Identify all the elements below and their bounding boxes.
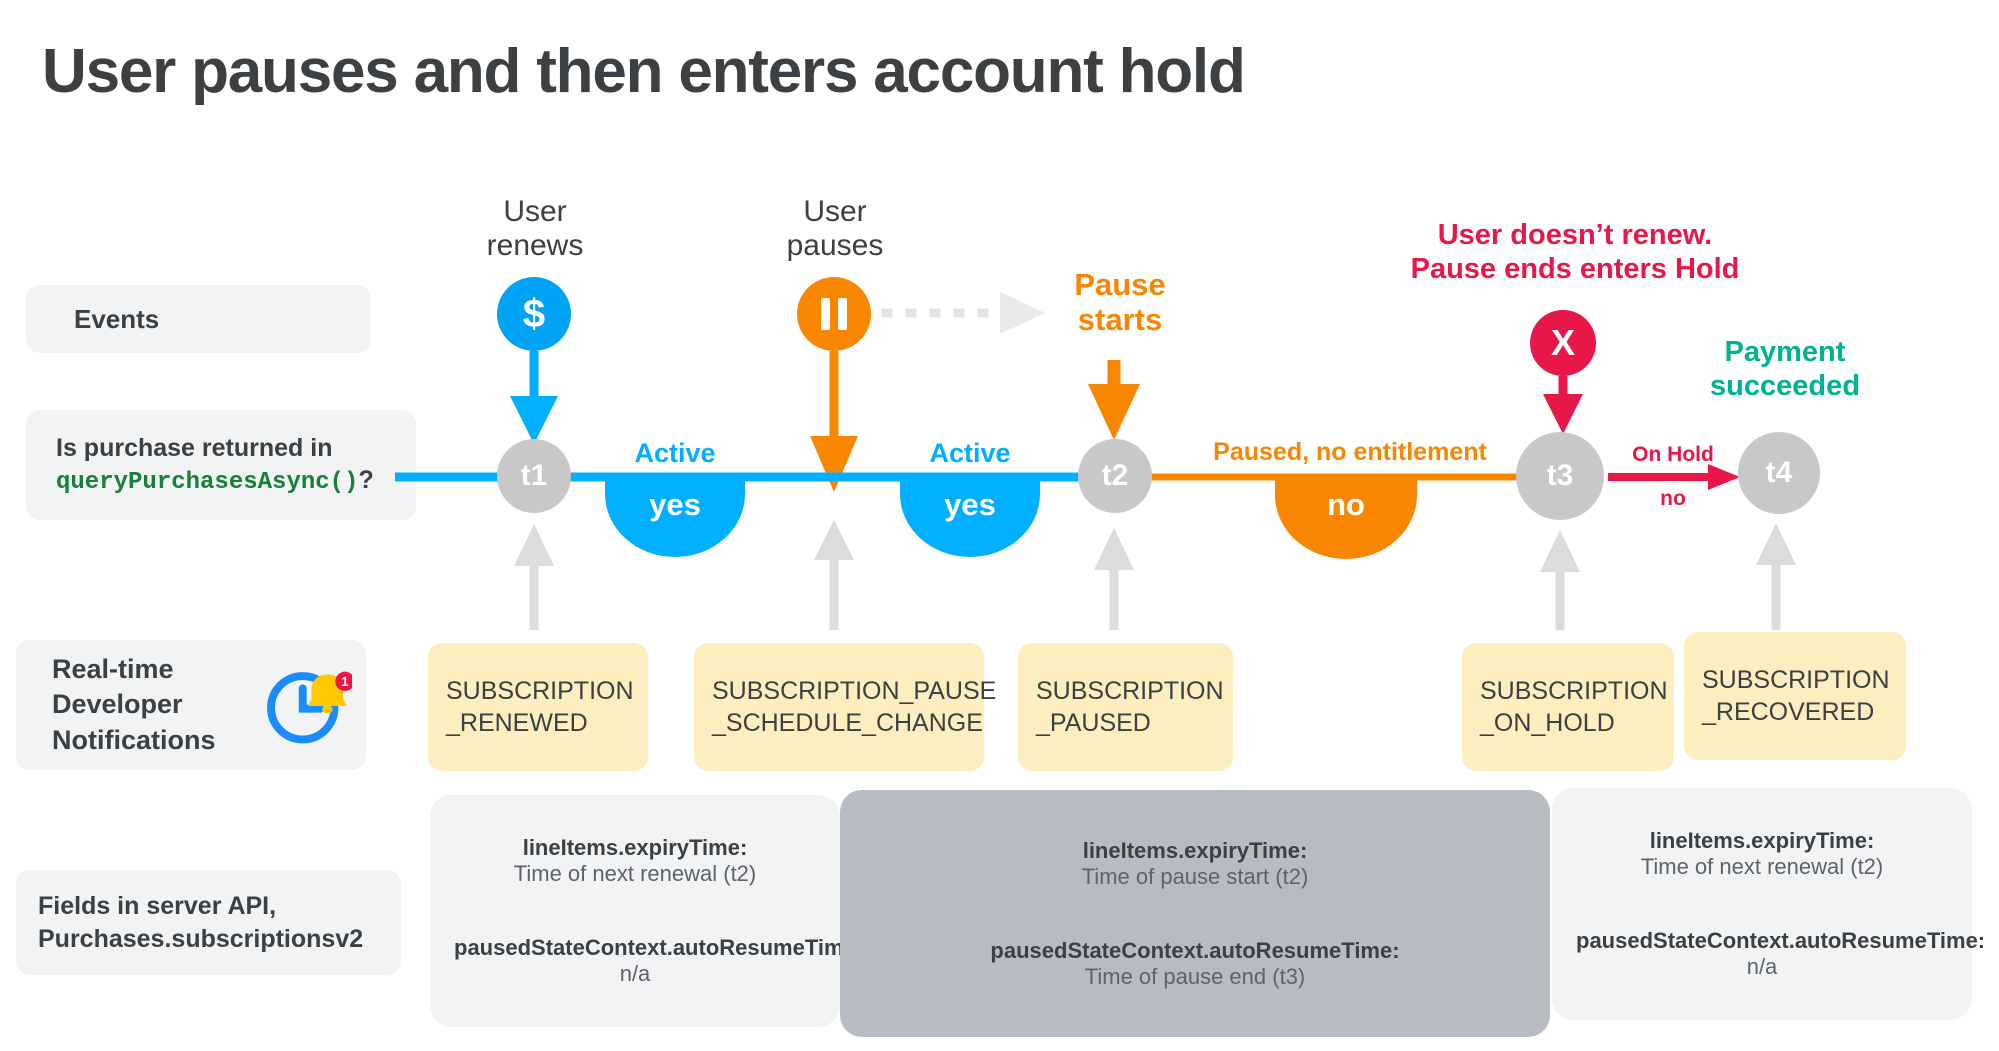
timeline-node-t3: t3 [1516,432,1604,520]
grey-up-arrow-4 [1540,530,1580,630]
row-label-query-purchases: Is purchase returned in queryPurchasesAs… [26,410,416,520]
fields-panel-paused: lineItems.expiryTime: Time of pause star… [840,790,1550,1037]
notification-line1: SUBSCRIPTION [446,676,634,705]
row-label-server-api-fields: Fields in server API, Purchases.subscrip… [16,870,401,975]
pause-icon [797,277,871,351]
query-code: queryPurchasesAsync() [56,468,359,496]
fields-panel-active: lineItems.expiryTime: Time of next renew… [430,795,864,1027]
field-expiry-value: Time of next renewal (t2) [513,861,757,886]
notification-text: SUBSCRIPTION _RECOVERED [1702,664,1890,729]
grey-up-arrow-5 [1756,523,1796,630]
segment-answer-no-on-hold: no [1660,487,1686,510]
segment-state-active-2: Active [929,438,1011,468]
notification-line2: _RENEWED [446,709,588,737]
notification-line1: SUBSCRIPTION [1480,676,1668,705]
row-label-rtdn-text: Real-time Developer Notifications [52,654,216,755]
event-label-user-renews: User renews [486,195,584,262]
dollar-icon: $ [497,277,571,351]
field-resume-key: pausedStateContext.autoResumeTime: [454,935,864,960]
notification-subscription-paused: SUBSCRIPTION _PAUSED [1018,643,1233,771]
field-expiry-key: lineItems.expiryTime: [1082,837,1308,863]
arrow-pause-starts-to-t2 [1088,360,1140,440]
notification-line2: _ON_HOLD [1480,709,1615,737]
field-expiry-key: lineItems.expiryTime: [522,835,748,860]
event-label-user-pauses: User pauses [786,195,884,262]
row-label-fields-text: Fields in server API, Purchases.subscrip… [38,891,364,953]
grey-up-arrow-2 [814,520,854,630]
arrow-dollar-to-t1 [510,351,558,444]
segment-answer-yes-2: yes [900,477,1040,557]
notification-text: SUBSCRIPTION _ON_HOLD [1480,675,1668,740]
row-label-rtdn: Real-time Developer Notifications 1 [16,640,366,770]
notification-line1: SUBSCRIPTION [1702,665,1890,694]
event-label-payment-succeeded: Payment succeeded [1710,336,1860,403]
notification-text: SUBSCRIPTION_PAUSE _SCHEDULE_CHANGE [712,675,996,740]
fields-panel-recovered: lineItems.expiryTime: Time of next renew… [1552,788,1986,1020]
clock-bell-notification-icon: 1 [267,671,352,744]
event-label-pause-starts: Pause starts [1074,267,1166,337]
notification-subscription-pause-schedule-change: SUBSCRIPTION_PAUSE _SCHEDULE_CHANGE [694,643,996,771]
notification-line1: SUBSCRIPTION [1036,676,1224,705]
notification-subscription-recovered: SUBSCRIPTION _RECOVERED [1684,632,1906,760]
notification-subscription-renewed: SUBSCRIPTION _RENEWED [428,643,648,771]
timeline-node-t4: t4 [1738,432,1820,514]
row-label-query-text: Is purchase returned in queryPurchasesAs… [56,432,374,499]
arrow-pause-to-timeline [810,351,858,492]
segment-state-active-1: Active [634,438,716,468]
field-resume-key: pausedStateContext.autoResumeTime: [1576,928,1986,953]
notification-text: SUBSCRIPTION _RENEWED [446,675,634,740]
notification-line2: _RECOVERED [1702,698,1875,726]
x-glyph: X [1550,322,1575,363]
field-resume-value: n/a [1746,954,1778,979]
timeline-node-t1: t1 [497,439,571,513]
row-label-events-text: Events [74,303,160,334]
notification-line1: SUBSCRIPTION_PAUSE [712,676,997,705]
notification-text: SUBSCRIPTION _PAUSED [1036,675,1224,740]
pause-bars [821,298,847,330]
field-expiry-value: Time of pause start (t2) [1081,863,1309,889]
grey-up-arrow-1 [514,524,554,630]
row-label-events: Events [26,285,371,353]
query-question-mark: ? [358,465,374,494]
x-icon: X [1530,310,1596,376]
svg-text:1: 1 [341,674,348,689]
query-line1: Is purchase returned in [56,433,333,462]
arrow-x-to-t3 [1543,376,1583,434]
field-resume-key: pausedStateContext.autoResumeTime: [990,937,1400,963]
notification-line2: _PAUSED [1036,709,1151,737]
notification-subscription-on-hold: SUBSCRIPTION _ON_HOLD [1462,643,1674,771]
segment-answer-yes-1: yes [605,477,745,557]
event-label-user-doesnt-renew: User doesn’t renew. Pause ends enters Ho… [1410,219,1740,286]
timeline-node-t2: t2 [1078,439,1152,513]
field-expiry-value: Time of next renewal (t2) [1640,854,1884,879]
segment-answer-no-paused: no [1275,477,1417,559]
notification-line2: _SCHEDULE_CHANGE [712,709,983,737]
dollar-glyph: $ [522,291,546,336]
segment-state-on-hold: On Hold [1632,443,1714,466]
field-resume-value: n/a [619,961,651,986]
field-resume-value: Time of pause end (t3) [1084,963,1306,989]
field-expiry-key: lineItems.expiryTime: [1649,828,1875,853]
segment-state-paused: Paused, no entitlement [1213,438,1487,466]
grey-up-arrow-3 [1094,528,1134,630]
page-title: User pauses and then enters account hold [42,37,1246,106]
